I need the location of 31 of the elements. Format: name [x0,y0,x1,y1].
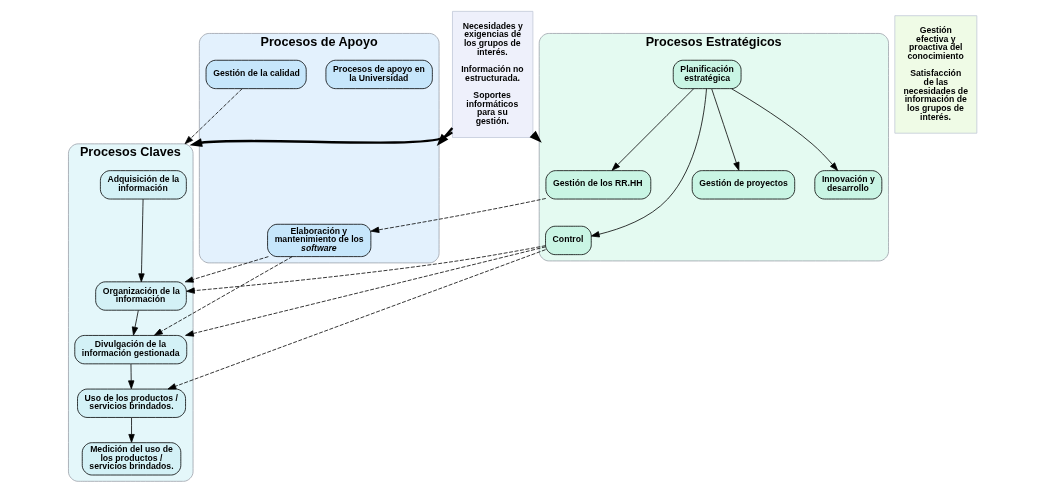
arrow [153,256,293,336]
arrow [370,198,546,233]
node-box: Organización de la información [94,281,187,311]
node-box: Gestión efectiva y proactiva del conocimiento Satisfacción de las necesidades de información de los grupos de interés. [893,15,977,134]
arrow [167,249,546,390]
node-box: Uso de los productos / servicios brindados. [76,388,186,418]
node-box: Medición del uso de los productos / servicios brindados. [81,442,181,476]
node-box: Control [544,225,592,256]
arrow [730,88,838,171]
node-box: Divulgación de la información gestionada [73,335,187,365]
node-box: Planificación estratégica [672,59,741,90]
node-box: Gestión de los RR.HH [545,170,651,200]
node-box: Gestión de la calidad [205,59,307,90]
arrow [127,417,135,443]
arrow [710,88,739,171]
arrow [184,246,546,337]
arrow [137,198,145,283]
arrow [184,256,269,283]
arrow [185,245,546,294]
arrow [127,363,134,390]
node-box: Gestión de proyectos [691,170,795,200]
node-box: Elaboración y mantenimiento de los software [266,223,371,257]
arrow [189,131,453,147]
node-box: Innovación y desarrollo [813,170,882,200]
arrow [590,88,707,238]
node-box: Adquisición de la información [99,170,187,200]
arrow [611,88,694,171]
node-box: Procesos de apoyo en la Universidad [325,59,433,90]
arrow [436,127,453,147]
arrow [131,310,139,336]
arrow [184,88,242,145]
